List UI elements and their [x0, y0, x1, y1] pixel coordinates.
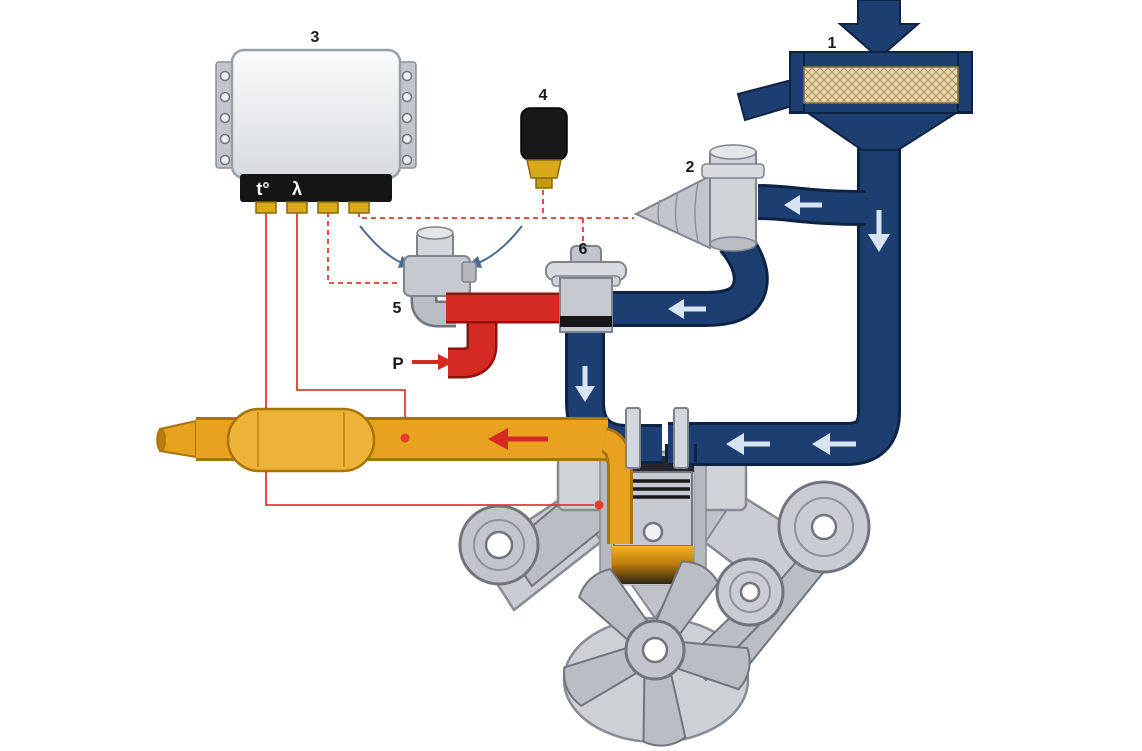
lambda-connection-dot [400, 433, 410, 443]
wire-temperature [265, 212, 594, 506]
air-filter-snorkel [736, 78, 793, 122]
left-pulley [458, 504, 540, 586]
air-flow-sensor [633, 144, 765, 252]
ecu-housing [230, 48, 402, 180]
callout-6: 6 [579, 241, 588, 258]
air-filter-cap-left [789, 51, 805, 113]
sensor2-cone-ribs [657, 182, 699, 243]
ecu-terminal-block [240, 174, 392, 202]
air-filter-cap-right [957, 51, 973, 113]
right-medium-pulley [715, 557, 785, 627]
air-filter-lid [789, 51, 973, 68]
wrist-pin [642, 521, 664, 543]
callout-4: 4 [539, 87, 548, 104]
intake-air-arrow-icon [837, 0, 921, 60]
flow-arrow-branch-head-icon [784, 195, 800, 215]
flow-arrow-left1-head-icon [812, 433, 830, 455]
ecu-port-lambda-label: λ [292, 179, 302, 199]
muffler-seams [257, 412, 345, 467]
fuel-pressure-label: P [392, 354, 403, 373]
regulator-outlet-elbow [413, 292, 456, 325]
flow-arrow-down-main-head-icon [868, 234, 890, 252]
wire-lambda [296, 212, 406, 432]
air-filter [736, 51, 973, 151]
control-signal-wires-dashed [327, 190, 634, 284]
pressure-regulator [403, 226, 477, 328]
fuel-lines [446, 292, 564, 379]
callout-2: 2 [686, 159, 695, 176]
ecu-pins-left [219, 70, 231, 166]
wire-to-regulator5 [327, 212, 400, 284]
flow-arrow-left2-head-icon [726, 433, 744, 455]
regulator-body [403, 255, 471, 297]
exhaust-flow-arrow-head-icon [488, 428, 508, 450]
sensor2-top [709, 144, 757, 160]
fuel-supply-pipe [448, 306, 495, 376]
sensor4-body [520, 107, 568, 161]
right-big-pulley [777, 480, 871, 574]
regulator-side-nub [461, 261, 477, 283]
air-filter-element [803, 66, 959, 104]
callout-1: 1 [828, 35, 837, 52]
flow-arrow-to-injector-head-icon [668, 299, 684, 319]
callout-3: 3 [311, 29, 320, 46]
sensor-signal-wires [265, 212, 594, 506]
engine-sensor-4 [520, 107, 568, 189]
sensor2-collar [701, 163, 765, 179]
ecu-port-temp-label: t° [256, 179, 269, 199]
temp-connection-dot [594, 500, 604, 510]
pipe-sensor2-to-injector [608, 230, 766, 324]
air-filter-funnel [804, 112, 960, 151]
exhaust-tail-end [156, 428, 166, 452]
bypass-arrow-right-icon [477, 225, 523, 264]
muffler [226, 407, 376, 473]
callout-5: 5 [393, 300, 402, 317]
regulator-cap-top [416, 226, 454, 240]
valve-stem-left [625, 407, 641, 469]
control-unit: t° λ [215, 48, 417, 214]
ecu-pins-right [401, 70, 413, 166]
exhaust-port-channel [601, 430, 630, 544]
engine [458, 450, 871, 749]
sensor4-thread-tip [535, 177, 553, 189]
bypass-arrow-left-icon [359, 225, 403, 264]
sensor4-hex-base [526, 159, 562, 179]
flow-arrow-injector-down-head-icon [575, 386, 595, 402]
sensor2-bottom [709, 236, 757, 252]
valve-stem-right [673, 407, 689, 469]
injector-seal-band [560, 316, 612, 327]
fuel-injector [545, 245, 627, 333]
ecu-gold-tabs [255, 201, 370, 214]
sensor2-cone [633, 174, 711, 250]
wire-to-sensor2 [358, 212, 634, 219]
fuel-pressure-arrow-head-icon [438, 354, 454, 370]
cooling-fan [557, 555, 755, 749]
air-flow-arrows [575, 195, 890, 455]
